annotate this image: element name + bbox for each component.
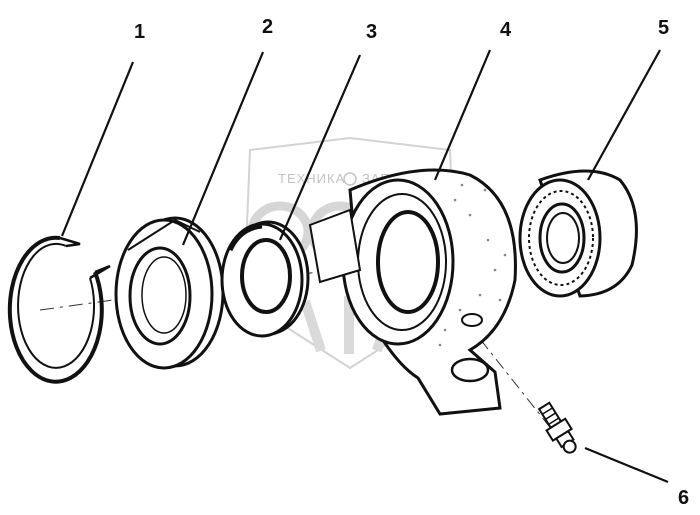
- callout-3: 3: [366, 21, 377, 43]
- callout-6: 6: [678, 487, 689, 509]
- callout-5: 5: [658, 17, 669, 39]
- watermark-globe-icon: [343, 172, 357, 186]
- part-5-ball-bearing: [518, 169, 638, 298]
- part-6-grease-nipple: [537, 401, 577, 454]
- leader-line-2: [181, 51, 265, 246]
- part-4-bearing-housing: [308, 168, 517, 416]
- part-2-flanged-collar: [114, 216, 225, 370]
- leader-line-1: [60, 61, 135, 237]
- callout-1: 1: [134, 21, 145, 43]
- callout-2: 2: [262, 16, 273, 38]
- leader-lines: [60, 49, 669, 484]
- leader-line-6: [584, 446, 669, 484]
- part-1-snap-ring: [7, 235, 111, 384]
- leader-line-5: [587, 49, 661, 181]
- leader-line-4: [433, 49, 492, 181]
- callout-4: 4: [500, 19, 512, 41]
- part-3-eccentric-collar: [220, 220, 310, 338]
- leader-line-3: [278, 54, 362, 241]
- watermark-text-left: ТЕХНИКА: [278, 171, 345, 186]
